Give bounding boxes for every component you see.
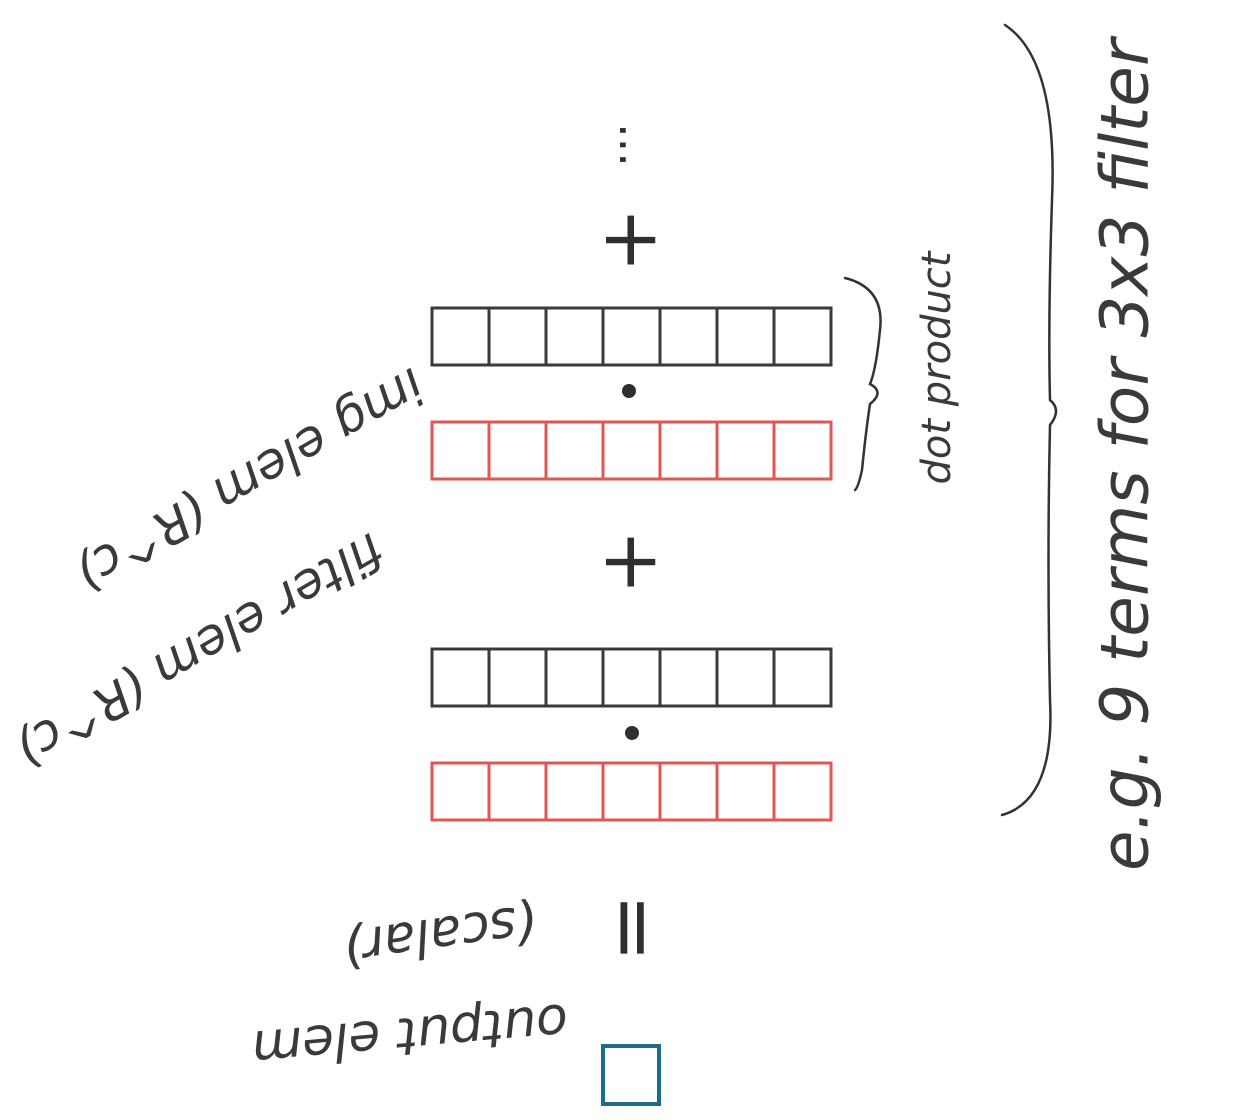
vector-cell [658,647,719,708]
output-scalar-label: (scalar) [339,892,541,979]
equals-operator: = [587,894,682,963]
vector-cell [658,761,719,822]
vector-cell [601,306,662,367]
vector-cell [601,420,662,481]
vector-cell [601,761,662,822]
vector-cell [544,306,605,367]
vector-cell [772,647,833,708]
filter-elem-label: filter elem (R^c) [5,521,394,779]
terms-brace [1000,23,1058,817]
vector-cell [772,306,833,367]
ellipsis: ... [609,123,663,167]
vector-cell [544,647,605,708]
vector-cell [544,761,605,822]
vector-cell [601,647,662,708]
vector-cell [430,761,491,822]
dot-operator-2 [625,726,639,740]
dot-product-brace [843,276,882,492]
filter-vector-1 [430,420,833,481]
image-vector-2 [430,647,833,708]
plus-operator-1: + [587,207,677,272]
term-1 [430,306,833,481]
image-vector-1 [430,306,833,367]
vector-cell [772,420,833,481]
vector-cell [715,306,776,367]
vector-cell [544,420,605,481]
vector-cell [772,761,833,822]
dot-operator-1 [622,384,636,398]
plus-operator-2: + [587,529,677,594]
output-box [601,1044,661,1106]
term-2 [430,647,833,822]
vector-cell [658,420,719,481]
filter-vector-2 [430,761,833,822]
vector-cell [430,647,491,708]
vector-cell [715,420,776,481]
vector-cell [487,761,548,822]
vector-cell [487,647,548,708]
vector-cell [715,647,776,708]
vector-cell [487,306,548,367]
vector-cell [430,420,491,481]
vector-cell [715,761,776,822]
vector-cell [487,420,548,481]
summary-label: e.g. 9 terms for 3x3 filter [1087,35,1164,871]
vector-cell [430,306,491,367]
vector-cell [658,306,719,367]
output-elem-label: output elem [249,991,570,1078]
dot-product-label: dot product [914,250,960,484]
